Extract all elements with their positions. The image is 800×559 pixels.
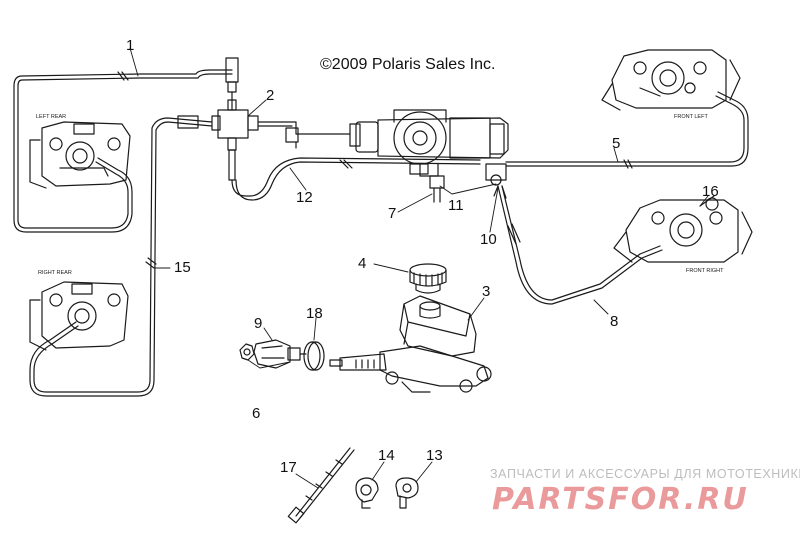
callout-10: 10 [480, 231, 497, 248]
hose-clip [355, 477, 379, 509]
caliper-front-right [613, 195, 753, 263]
callout-18: 18 [306, 305, 323, 322]
nut [239, 343, 255, 361]
master-cylinder-top [355, 109, 509, 203]
callout-5: 5 [612, 135, 620, 152]
label-left-rear: LEFT REAR [36, 114, 66, 120]
callout-9: 9 [254, 315, 262, 332]
label-front-left: FRONT LEFT [674, 114, 708, 120]
master-cylinder [329, 295, 492, 393]
brake-line-12 [257, 121, 361, 169]
callout-3: 3 [482, 283, 490, 300]
brake-line-1 [13, 69, 233, 233]
callout-14: 14 [378, 447, 395, 464]
caliper-labels: LEFT REAR RIGHT REAR FRONT LEFT FRONT RI… [36, 114, 724, 276]
callout-13: 13 [426, 447, 443, 464]
brake-line-8 [493, 185, 663, 305]
callout-numbers: 1 2 3 4 5 6 7 8 9 10 11 12 13 14 15 16 1… [126, 37, 719, 476]
callout-11: 11 [448, 197, 464, 214]
watermark-tagline: ЗАПЧАСТИ И АКСЕССУАРЫ ДЛЯ МОТОТЕХНИКИ [490, 467, 800, 481]
callout-4: 4 [358, 255, 366, 272]
caliper-front-left [601, 49, 741, 111]
callout-17: 17 [280, 459, 297, 476]
label-right-rear: RIGHT REAR [38, 270, 72, 276]
callout-15: 15 [174, 259, 191, 276]
callout-8: 8 [610, 313, 618, 330]
caliper-left-rear [29, 121, 131, 189]
callout-2: 2 [266, 87, 274, 104]
caliper-right-rear [29, 281, 129, 351]
callout-12: 12 [296, 189, 313, 206]
bleeder-key [395, 477, 419, 509]
boot-ring [303, 341, 325, 371]
label-front-right: FRONT RIGHT [686, 268, 724, 274]
cable-tie [287, 447, 355, 524]
distribution-block [211, 57, 481, 201]
reservoir-cap [409, 263, 447, 294]
callout-16: 16 [702, 183, 719, 200]
brake-line-15 [29, 115, 213, 397]
brake-line-5 [505, 91, 749, 169]
watermark-logo: PARTSFOR.RU [492, 482, 749, 517]
leader-lines [129, 47, 709, 489]
callout-6: 6 [252, 405, 260, 422]
callout-1: 1 [126, 37, 134, 54]
clevis [253, 339, 307, 369]
callout-7: 7 [388, 205, 396, 222]
copyright-notice: ©2009 Polaris Sales Inc. [320, 56, 496, 73]
